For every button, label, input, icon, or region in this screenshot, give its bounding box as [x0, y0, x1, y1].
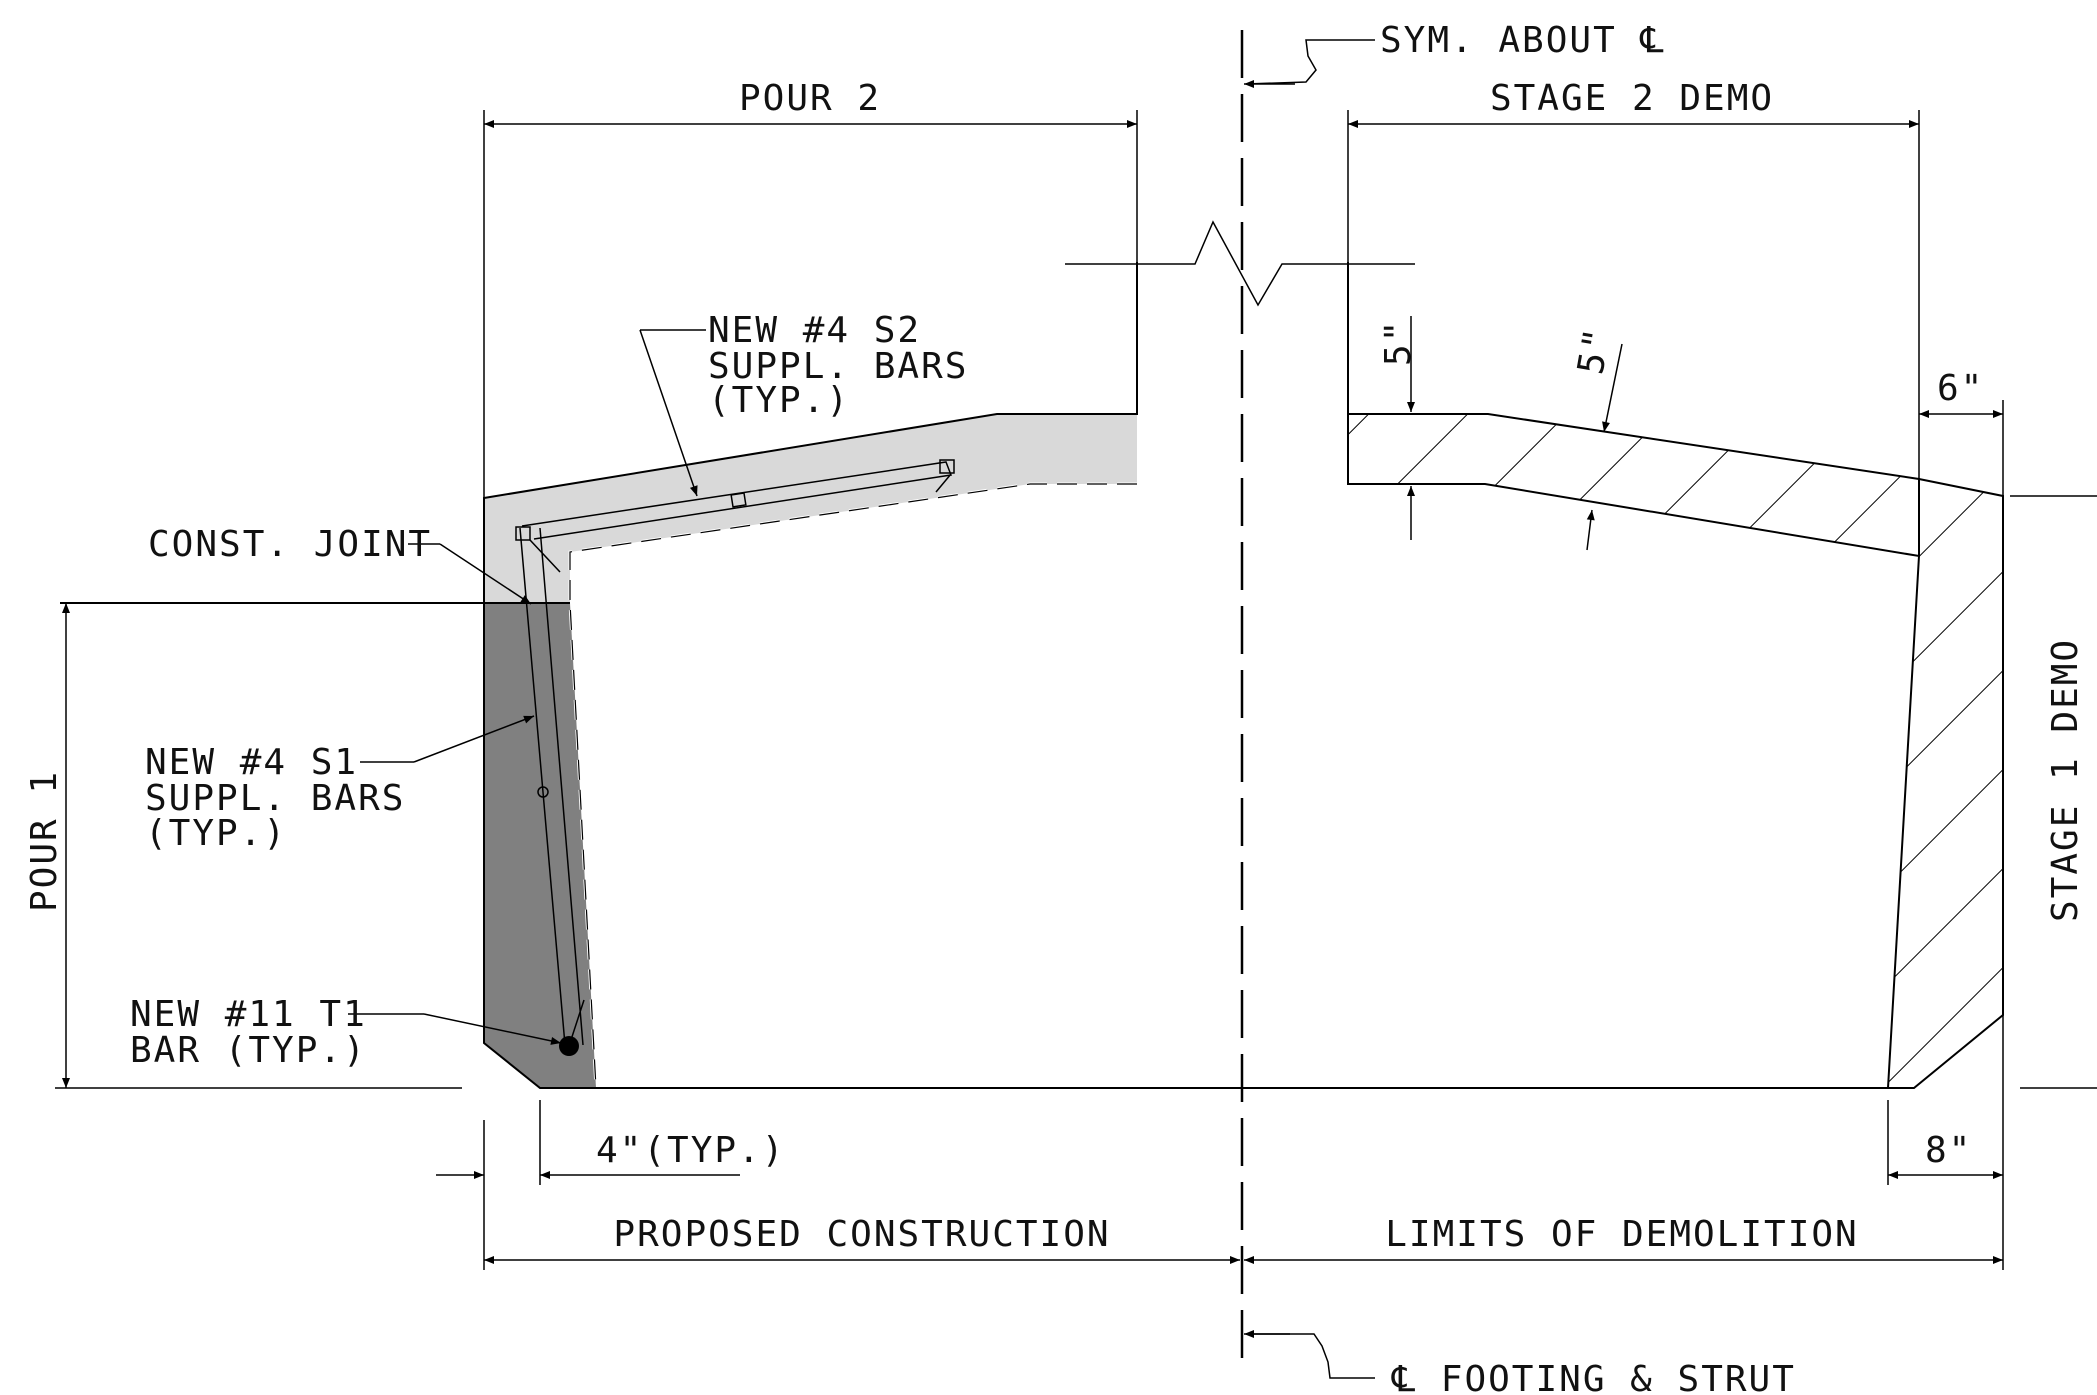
- dim-5in-slab: 5": [1570, 324, 1619, 378]
- s2-note-line3: (TYP.): [708, 380, 850, 421]
- s2-note-line2: SUPPL. BARS: [708, 346, 968, 387]
- stage1-demo-hatch: [1886, 477, 2004, 1089]
- proposed-construction-label: PROPOSED CONSTRUCTION: [613, 1214, 1110, 1255]
- stage2-demo-hatch: [1347, 413, 1920, 558]
- pour2-region: [484, 414, 1137, 603]
- stage2-demo-label: STAGE 2 DEMO: [1490, 78, 1774, 119]
- dim-5in-vertical: 5": [1378, 319, 1419, 366]
- t1-note-line1: NEW #11 T1: [130, 994, 367, 1035]
- limits-of-demolition-label: LIMITS OF DEMOLITION: [1385, 1214, 1858, 1255]
- t1-note-line2: BAR (TYP.): [130, 1030, 367, 1071]
- pour1-label: POUR 1: [24, 770, 65, 912]
- pour2-label: POUR 2: [739, 78, 881, 119]
- dim-8in: 8": [1925, 1130, 1972, 1171]
- s2-bar-hook-end: [939, 459, 955, 474]
- cl-footing-strut-label: ℄ FOOTING & STRUT: [1391, 1359, 1796, 1395]
- s1-note-line1: NEW #4 S1: [145, 742, 358, 783]
- existing-dashed-face: [568, 482, 1137, 1089]
- dim-6in: 6": [1937, 368, 1984, 409]
- bar-section-s1: [537, 786, 549, 798]
- s2-bar-hook-start: [515, 526, 531, 541]
- stage1-demo-label: STAGE 1 DEMO: [2045, 638, 2086, 922]
- const-joint-label: CONST. JOINT: [148, 524, 432, 565]
- break-line: [1065, 220, 1415, 307]
- s1-note-line3: (TYP.): [145, 813, 287, 854]
- sym-about-label: SYM. ABOUT ℄: [1380, 20, 1666, 61]
- proposed-outline: [483, 262, 1888, 1089]
- bar-section-marker: [730, 492, 747, 508]
- s1-note-line2: SUPPL. BARS: [145, 778, 405, 819]
- dim-4in-typ: 4"(TYP.): [596, 1130, 785, 1171]
- s2-note-line1: NEW #4 S2: [708, 310, 921, 351]
